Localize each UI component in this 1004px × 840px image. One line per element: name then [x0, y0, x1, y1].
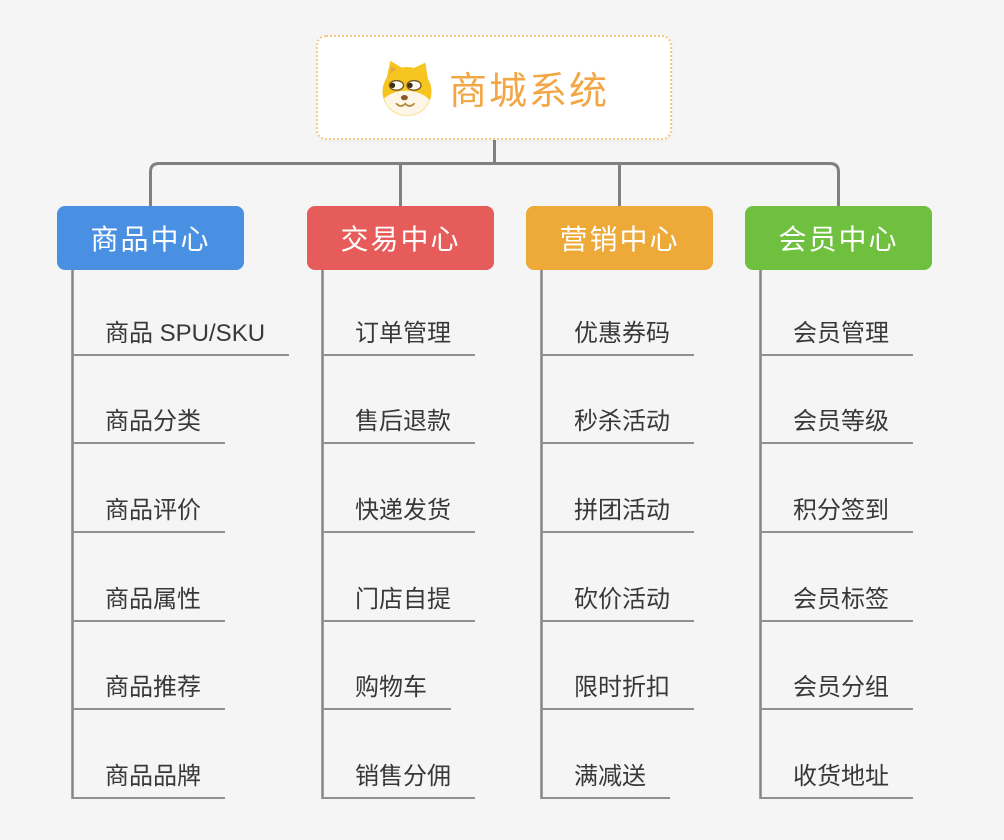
child-node[interactable]: 收货地址: [760, 756, 913, 800]
child-node[interactable]: 拼团活动: [541, 490, 694, 534]
child-node[interactable]: 商品评价: [72, 490, 225, 534]
doge-face-icon: [379, 58, 435, 118]
branch-node-member-center[interactable]: 会员中心: [745, 206, 932, 270]
child-node[interactable]: 快递发货: [322, 490, 475, 534]
branch-label: 会员中心: [778, 224, 899, 255]
root-label: 商城系统: [448, 71, 609, 113]
branch-node-trade-center[interactable]: 交易中心: [307, 206, 494, 270]
child-node[interactable]: 砍价活动: [541, 579, 694, 622]
child-node[interactable]: 售后退款: [322, 401, 475, 445]
child-column-marketing: 优惠券码 秒杀活动 拼团活动 砍价活动 限时折扣 满减送: [541, 267, 694, 800]
child-column-member: 会员管理 会员等级 积分签到 会员标签 会员分组 收货地址: [760, 267, 913, 800]
branch-node-marketing-center[interactable]: 营销中心: [526, 206, 713, 270]
child-node[interactable]: 商品 SPU/SKU: [72, 313, 290, 356]
root-node[interactable]: 商城系统: [316, 35, 672, 140]
child-node[interactable]: 商品品牌: [72, 756, 225, 800]
child-node[interactable]: 满减送: [541, 756, 670, 800]
branch-label: 营销中心: [559, 224, 680, 255]
child-node[interactable]: 订单管理: [322, 313, 475, 356]
child-node[interactable]: 会员标签: [760, 579, 913, 622]
branch-label: 商品中心: [90, 224, 211, 255]
branch-label: 交易中心: [340, 224, 461, 255]
child-node[interactable]: 优惠券码: [541, 313, 694, 356]
child-column-trade: 订单管理 售后退款 快递发货 门店自提 购物车 销售分佣: [322, 267, 475, 800]
child-node[interactable]: 商品分类: [72, 401, 225, 445]
child-node[interactable]: 会员等级: [760, 401, 913, 445]
child-node[interactable]: 购物车: [322, 667, 451, 711]
child-node[interactable]: 积分签到: [760, 490, 913, 534]
child-node[interactable]: 秒杀活动: [541, 401, 694, 445]
child-node[interactable]: 销售分佣: [322, 756, 475, 800]
child-node[interactable]: 限时折扣: [541, 667, 694, 711]
child-node[interactable]: 会员分组: [760, 667, 913, 711]
child-column-product: 商品 SPU/SKU 商品分类 商品评价 商品属性 商品推荐 商品品牌: [72, 267, 290, 800]
branch-node-product-center[interactable]: 商品中心: [57, 206, 244, 270]
child-node[interactable]: 会员管理: [760, 313, 913, 356]
child-node[interactable]: 商品推荐: [72, 667, 225, 711]
child-node[interactable]: 门店自提: [322, 579, 475, 622]
child-node[interactable]: 商品属性: [72, 579, 225, 622]
